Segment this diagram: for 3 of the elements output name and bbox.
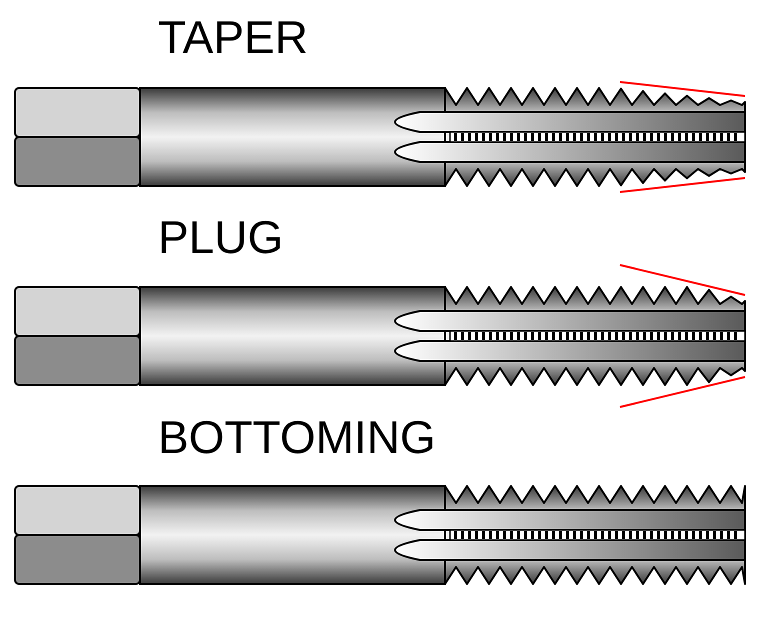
- tap-type-label: TAPER: [158, 12, 308, 62]
- tap-type-label: PLUG: [158, 212, 284, 262]
- tap-type-label: BOTTOMING: [158, 412, 436, 462]
